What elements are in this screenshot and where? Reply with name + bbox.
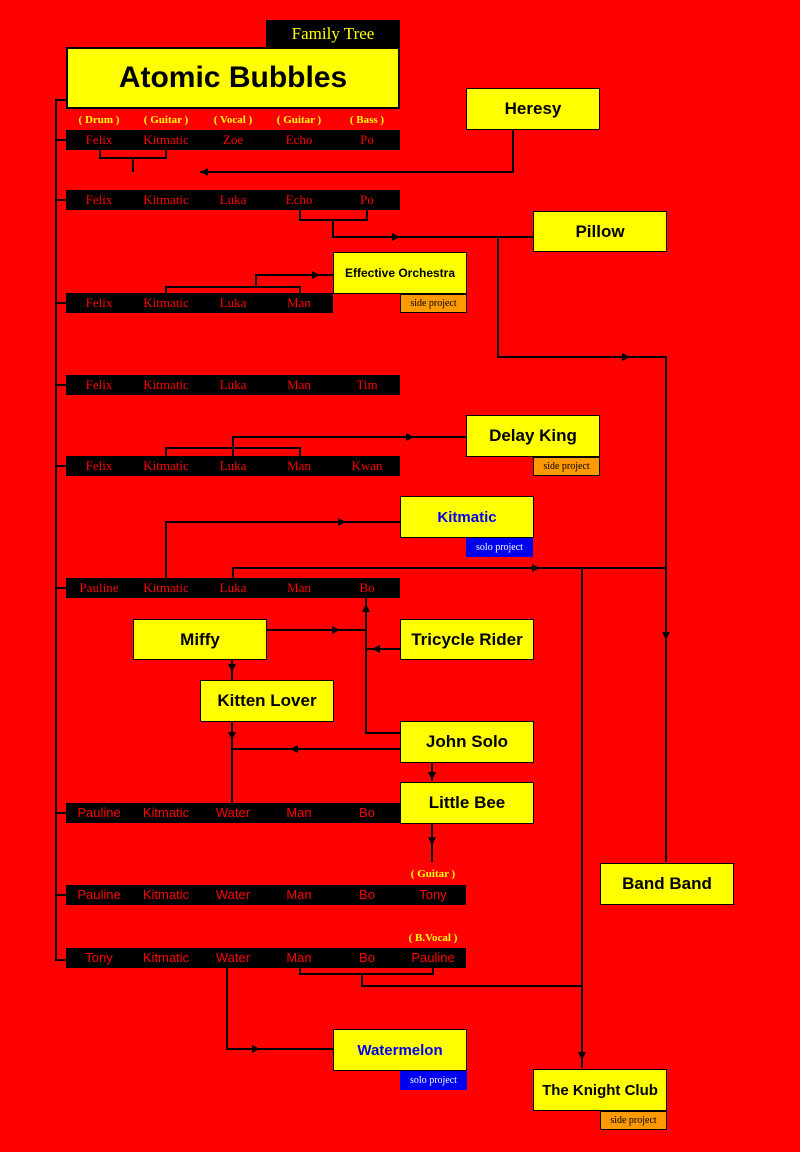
member-name: Felix	[85, 458, 113, 473]
member-name: Man	[286, 950, 312, 965]
role-label: ( Bass )	[349, 114, 385, 126]
band-band-band: Band Band	[600, 863, 734, 905]
band-john-solo: John Solo	[400, 721, 534, 763]
member-name: Bo	[359, 580, 375, 595]
member-name: Kitmatic	[142, 887, 190, 902]
member-name: Kwan	[351, 458, 383, 473]
member-name: Po	[360, 192, 374, 207]
member-name: Water	[215, 805, 251, 820]
role-labels: ( Drum ) ( Guitar ) ( Vocal ) ( Guitar )…	[66, 114, 400, 128]
lineup-bar: Felix Kitmatic Zoe Echo Po	[66, 130, 400, 150]
side-project-tag: side project	[400, 294, 467, 313]
solo-project-tag: solo project	[400, 1071, 467, 1090]
role-label: ( Guitar )	[143, 114, 189, 126]
member-name: Luka	[219, 192, 247, 207]
member-name: Kitmatic	[143, 132, 189, 147]
lineup-bar: Felix Kitmatic Luka Echo Po	[66, 190, 400, 210]
lineup-bar: Pauline Kitmatic Water Man Bo	[66, 803, 400, 823]
member-name: Luka	[219, 295, 247, 310]
member-name: Echo	[285, 132, 313, 147]
member-name: Bo	[359, 805, 375, 820]
band-delay-king: Delay King	[466, 415, 600, 457]
member-name: Pauline	[77, 805, 121, 820]
band-pillow: Pillow	[533, 211, 667, 252]
side-project-tag: side project	[533, 457, 600, 476]
member-name: Zoe	[222, 132, 244, 147]
member-name: Felix	[85, 295, 113, 310]
band-miffy: Miffy	[133, 619, 267, 660]
family-tree-label: Family Tree	[266, 20, 400, 48]
member-name: Pauline	[411, 950, 455, 965]
lineup-bar: Tony Kitmatic Water Man Bo Pauline	[66, 948, 466, 968]
member-name: Felix	[85, 192, 113, 207]
role-label-guitar: ( Guitar )	[410, 868, 456, 880]
member-name: Kitmatic	[143, 295, 189, 310]
band-watermelon: Watermelon	[333, 1029, 467, 1071]
member-name: Kitmatic	[142, 950, 190, 965]
lineup-bar: Felix Kitmatic Luka Man	[66, 293, 333, 313]
band-kitten-lover: Kitten Lover	[200, 680, 334, 722]
member-name: Man	[287, 295, 311, 310]
role-label: ( Vocal )	[213, 114, 253, 126]
member-name: Kitmatic	[143, 580, 189, 595]
member-name: Water	[215, 950, 251, 965]
member-name: Man	[286, 887, 312, 902]
band-kitmatic: Kitmatic	[400, 496, 534, 538]
member-name: Kitmatic	[143, 458, 189, 473]
side-project-tag: side project	[600, 1111, 667, 1130]
band-heresy: Heresy	[466, 88, 600, 130]
band-knight-club: The Knight Club	[533, 1069, 667, 1111]
member-name: Kitmatic	[143, 192, 189, 207]
role-label: ( Guitar )	[276, 114, 322, 126]
member-name: Man	[286, 805, 312, 820]
role-label-bvocal: ( B.Vocal )	[408, 932, 458, 944]
member-name: Felix	[85, 377, 113, 392]
band-little-bee: Little Bee	[400, 782, 534, 824]
member-name: Pauline	[79, 580, 119, 595]
member-name: Bo	[359, 950, 375, 965]
member-name: Kitmatic	[143, 377, 189, 392]
lineup-bar: Felix Kitmatic Luka Man Tim	[66, 375, 400, 395]
member-name: Luka	[219, 377, 247, 392]
member-name: Tony	[419, 887, 447, 902]
member-name: Tim	[356, 377, 378, 392]
member-name: Luka	[219, 458, 247, 473]
member-name: Man	[287, 377, 311, 392]
member-name: Echo	[285, 192, 313, 207]
lineup-bar: Pauline Kitmatic Water Man Bo Tony	[66, 885, 466, 905]
band-tricycle-rider: Tricycle Rider	[400, 619, 534, 660]
role-label: ( Drum )	[78, 114, 120, 126]
member-name: Man	[287, 580, 311, 595]
page-title: Atomic Bubbles	[66, 47, 400, 109]
member-name: Tony	[85, 950, 113, 965]
member-name: Kitmatic	[142, 805, 190, 820]
member-name: Felix	[85, 132, 113, 147]
member-name: Water	[215, 887, 251, 902]
lineup-bar: Felix Kitmatic Luka Man Kwan	[66, 456, 400, 476]
member-name: Man	[287, 458, 311, 473]
member-name: Bo	[359, 887, 375, 902]
lineup-bar: Pauline Kitmatic Luka Man Bo	[66, 578, 400, 598]
band-effective-orchestra: Effective Orchestra	[333, 252, 467, 294]
member-name: Pauline	[77, 887, 121, 902]
member-name: Po	[360, 132, 374, 147]
member-name: Luka	[219, 580, 247, 595]
solo-project-tag: solo project	[466, 538, 533, 557]
